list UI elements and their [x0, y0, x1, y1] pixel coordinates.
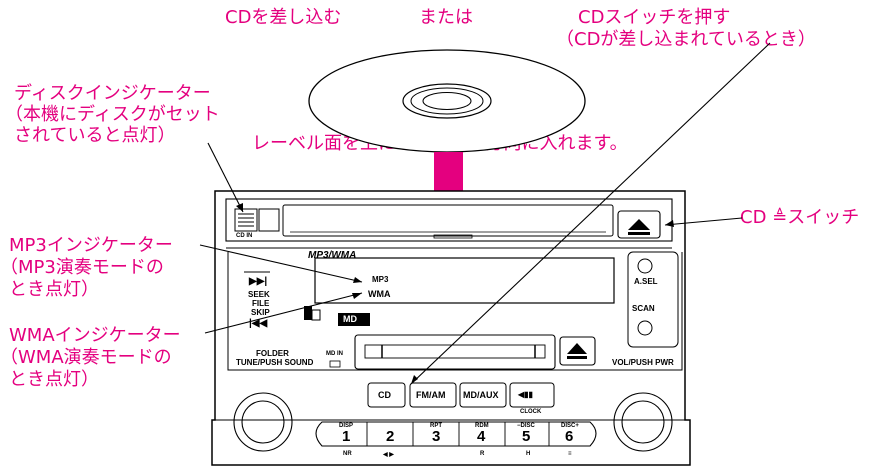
display-mp3-indicator: MP3	[372, 275, 389, 284]
cd-disc	[308, 49, 586, 153]
disc-in-label: CD IN	[236, 233, 253, 239]
vol-pwr-label: VOL/PUSH PWR	[612, 358, 674, 367]
clock-label: CLOCK	[520, 409, 542, 415]
insert-cd-label: CDを差し込む	[225, 7, 342, 28]
display-wma-indicator: WMA	[368, 289, 391, 299]
press-switch-label: CDスイッチを押す	[578, 7, 731, 28]
preset-6-button[interactable]: 6	[565, 428, 574, 445]
brand-logo: MP3/WMA	[308, 250, 357, 261]
preset-6-bottom: ≡	[568, 451, 572, 457]
preset-1-button[interactable]: 1	[342, 428, 351, 445]
skip-label: SKIP	[251, 308, 270, 317]
asel-label[interactable]: A.SEL	[634, 277, 658, 286]
volume-knob[interactable]	[614, 393, 672, 451]
fm-am-button[interactable]: FM/AM	[416, 390, 446, 400]
scan-label[interactable]: SCAN	[632, 304, 655, 313]
preset-5-top: −DISC	[517, 423, 535, 429]
disc-indicator-label-2: （本機にディスクがセット	[5, 104, 220, 125]
md-aux-button[interactable]: MD/AUX	[463, 390, 499, 400]
or-label: または	[419, 7, 473, 28]
clock-button[interactable]: ◀▮▮	[518, 390, 533, 399]
mp3-indicator-label-2: （MP3演奏モードの	[0, 257, 164, 278]
preset-1-top: DISP	[339, 423, 354, 429]
tune-sound-label: TUNE/PUSH SOUND	[236, 358, 314, 367]
wma-indicator-label-3: とき点灯）	[9, 369, 99, 390]
preset-3-button[interactable]: 3	[432, 428, 441, 445]
cd-eject-button[interactable]	[618, 211, 660, 238]
disc-indicator-label-1: ディスクインジケーター	[14, 83, 211, 104]
press-switch-note: （CDが差し込まれているとき）	[556, 29, 816, 50]
tune-sound-knob[interactable]	[234, 393, 292, 451]
preset-3-top: RPT	[430, 423, 442, 429]
md-in-label: MD IN	[326, 351, 343, 357]
leader-arrowheads	[236, 203, 674, 384]
wma-indicator-label-2: （WMA演奏モードの	[0, 347, 172, 368]
md-eject-button[interactable]	[560, 337, 595, 365]
preset-4-button[interactable]: 4	[477, 428, 486, 445]
preset-2-button[interactable]: 2	[386, 428, 395, 445]
next-track-icon[interactable]: ▶▶|	[249, 276, 268, 287]
file-label: FILE	[252, 299, 270, 308]
preset-1-bottom: NR	[343, 451, 352, 457]
md-logo: MD	[343, 314, 357, 324]
preset-4-top: RDM	[475, 423, 489, 429]
seek-label: SEEK	[248, 290, 270, 299]
head-unit	[211, 190, 691, 466]
wma-indicator-label-1: WMAインジケーター	[9, 325, 181, 346]
folder-label: FOLDER	[256, 349, 289, 358]
cd-eject-label: CD ≜スイッチ	[740, 207, 860, 228]
preset-5-button[interactable]: 5	[522, 428, 531, 445]
mp3-indicator-label-3: とき点灯）	[9, 279, 99, 300]
preset-6-top: DISC+	[561, 423, 579, 429]
mp3-indicator-label-1: MP3インジケーター	[9, 235, 173, 256]
cd-button[interactable]: CD	[378, 390, 391, 400]
preset-5-bottom: H	[526, 451, 531, 457]
prev-track-icon[interactable]: |◀◀	[249, 318, 268, 329]
disc-indicator-label-3: されていると点灯）	[14, 125, 176, 146]
preset-4-bottom: R	[480, 451, 485, 457]
leader-lines	[199, 42, 771, 385]
preset-2-bottom: ◀ ▶	[383, 452, 394, 458]
